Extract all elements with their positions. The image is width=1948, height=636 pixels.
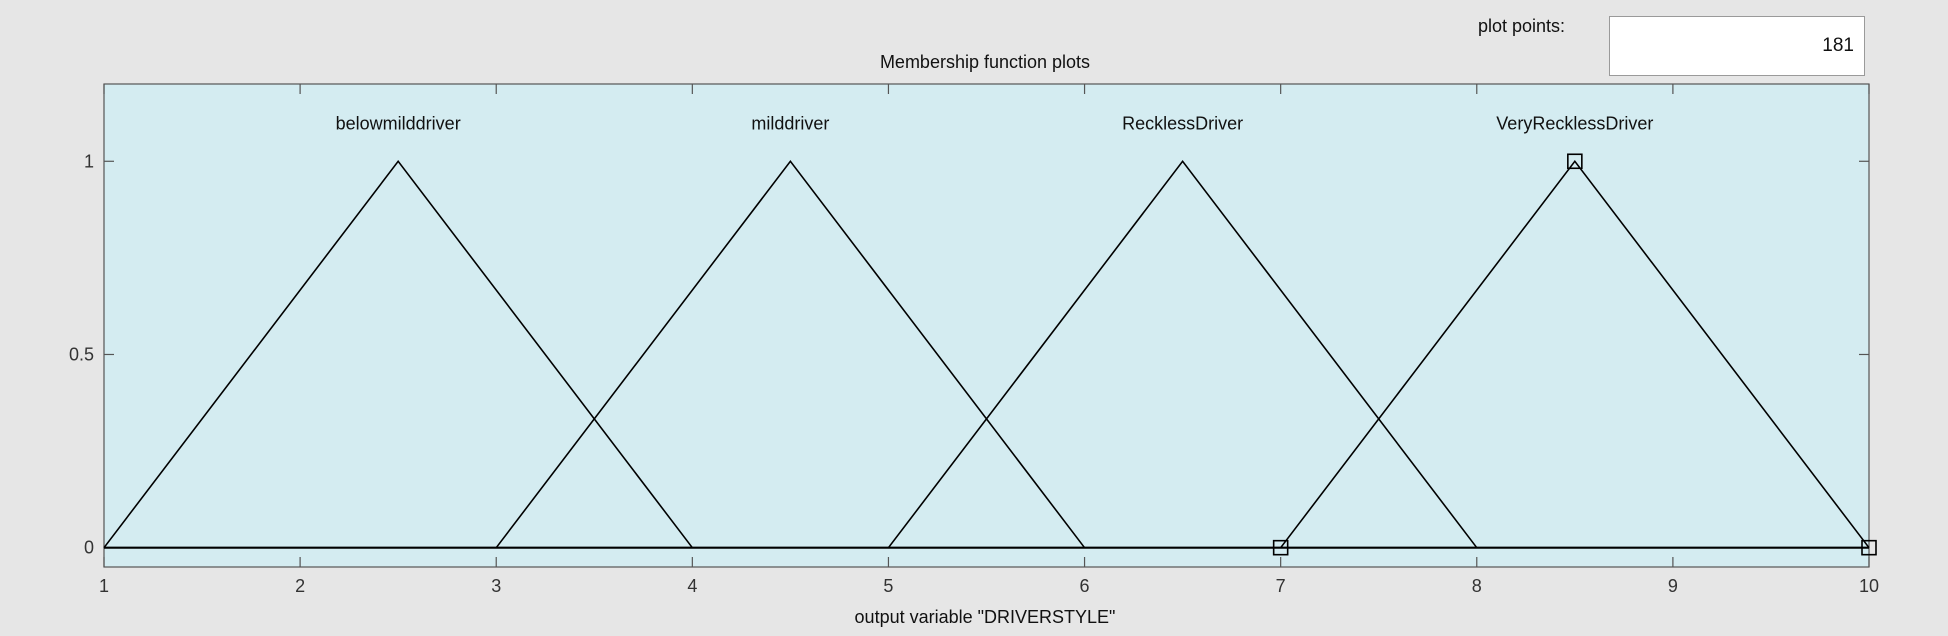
x-tick-label-5: 5: [883, 576, 893, 596]
x-tick-label-1: 1: [99, 576, 109, 596]
mf-label-milddriver: milddriver: [751, 113, 829, 133]
y-tick-label-1: 1: [84, 151, 94, 171]
y-tick-label-0: 0: [84, 538, 94, 558]
mf-label-recklessdriver: RecklessDriver: [1122, 113, 1243, 133]
y-tick-label-0.5: 0.5: [69, 344, 94, 364]
x-tick-label-9: 9: [1668, 576, 1678, 596]
plot-points-input[interactable]: [1609, 16, 1865, 76]
mf-vertex-handle-veryrecklessdriver-1: [1567, 153, 1583, 170]
x-tick-label-8: 8: [1472, 576, 1482, 596]
x-axis-label: output variable "DRIVERSTYLE": [855, 607, 1116, 627]
mf-vertex-handle-veryrecklessdriver-2: [1861, 539, 1877, 556]
x-tick-label-2: 2: [295, 576, 305, 596]
plot-area[interactable]: [103, 83, 1870, 568]
x-tick-label-7: 7: [1276, 576, 1286, 596]
x-tick-label-6: 6: [1080, 576, 1090, 596]
chart-title: Membership function plots: [880, 52, 1090, 72]
membership-functions: belowmilddriver milddriver RecklessDriver V…: [103, 113, 1877, 556]
x-tick-label-3: 3: [491, 576, 501, 596]
mf-vertex-handle-veryrecklessdriver-0: [1272, 539, 1289, 556]
plot-points-label: plot points:: [1478, 16, 1566, 36]
mf-label-veryrecklessdriver: VeryRecklessDriver: [1496, 113, 1653, 133]
mf-line-veryrecklessdriver: [1280, 159, 1870, 549]
axis-ticks: [103, 84, 1870, 567]
tick-labels: 1 2 3 4 5 6 7 8 9 10 0 0.5 1: [69, 151, 1879, 596]
x-tick-label-10: 10: [1859, 576, 1879, 596]
x-tick-label-4: 4: [687, 576, 697, 596]
mf-label-belowmilddriver: belowmilddriver: [336, 113, 461, 133]
